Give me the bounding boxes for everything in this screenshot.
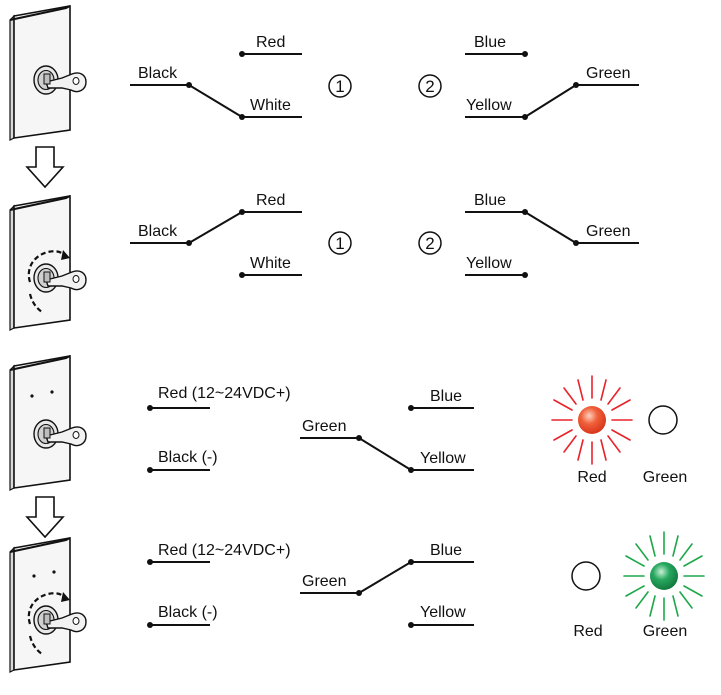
wire-label-yellow: Yellow	[466, 255, 512, 272]
wire-label-blue: Blue	[474, 192, 506, 209]
wire-label-white: White	[250, 97, 291, 114]
panel-4-wiring: Red (12~24VDC+) Black (-) Green Blue Yel…	[147, 531, 705, 640]
wire-label-yellow: Yellow	[420, 604, 466, 621]
wire-label-green: Green	[302, 573, 346, 590]
panel-1-wiring: Black Red White 1 2 Blue Yellow Green	[130, 34, 639, 120]
wire-label-blue: Blue	[474, 34, 506, 51]
switch-number-badge	[328, 231, 352, 255]
panel-2-wiring: Black Red White 1 2 Blue Yellow Green	[130, 192, 639, 278]
led-indicator-icon	[551, 375, 633, 465]
wire-label-white: White	[250, 255, 291, 272]
key-switch-plate-icon	[9, 195, 87, 331]
led-indicator-icon	[648, 405, 678, 435]
wire-label-power-negative: Black (-)	[158, 604, 218, 621]
led-indicator-icon	[571, 561, 601, 591]
wire-label-black: Black	[138, 223, 178, 240]
wire-label-power-positive: Red (12~24VDC+)	[158, 385, 291, 402]
wire-label-power-negative: Black (-)	[158, 449, 218, 466]
switch-number: 2	[425, 234, 434, 253]
wire-label-blue: Blue	[430, 542, 462, 559]
down-arrow-icon	[26, 496, 64, 538]
led-indicator-icon	[623, 531, 705, 621]
wire-label-green: Green	[302, 418, 346, 435]
wire-label-yellow: Yellow	[420, 450, 466, 467]
switch-number-badge	[418, 74, 442, 98]
wire-label-blue: Blue	[430, 388, 462, 405]
key-switch-plate-icon	[9, 537, 87, 673]
key-switch-plate-icon	[9, 355, 87, 491]
led-label-red: Red	[573, 623, 602, 640]
wire-label-red: Red	[256, 192, 285, 209]
wire-label-red: Red	[256, 34, 285, 51]
key-switch-plate-icon	[9, 5, 87, 141]
wire-label-power-positive: Red (12~24VDC+)	[158, 542, 291, 559]
panel-3-wiring: Red (12~24VDC+) Black (-) Green Blue Yel…	[147, 375, 687, 486]
switch-number-badge	[328, 74, 352, 98]
wire-label-green: Green	[586, 65, 630, 82]
led-label-green: Green	[643, 623, 687, 640]
switch-number-badge	[418, 231, 442, 255]
down-arrow-icon	[26, 146, 64, 188]
switch-number: 1	[335, 234, 344, 253]
wire-label-yellow: Yellow	[466, 97, 512, 114]
led-label-green: Green	[643, 469, 687, 486]
wire-label-black: Black	[138, 65, 178, 82]
switch-number: 2	[425, 77, 434, 96]
led-label-red: Red	[577, 469, 606, 486]
wire-label-green: Green	[586, 223, 630, 240]
switch-number: 1	[335, 77, 344, 96]
